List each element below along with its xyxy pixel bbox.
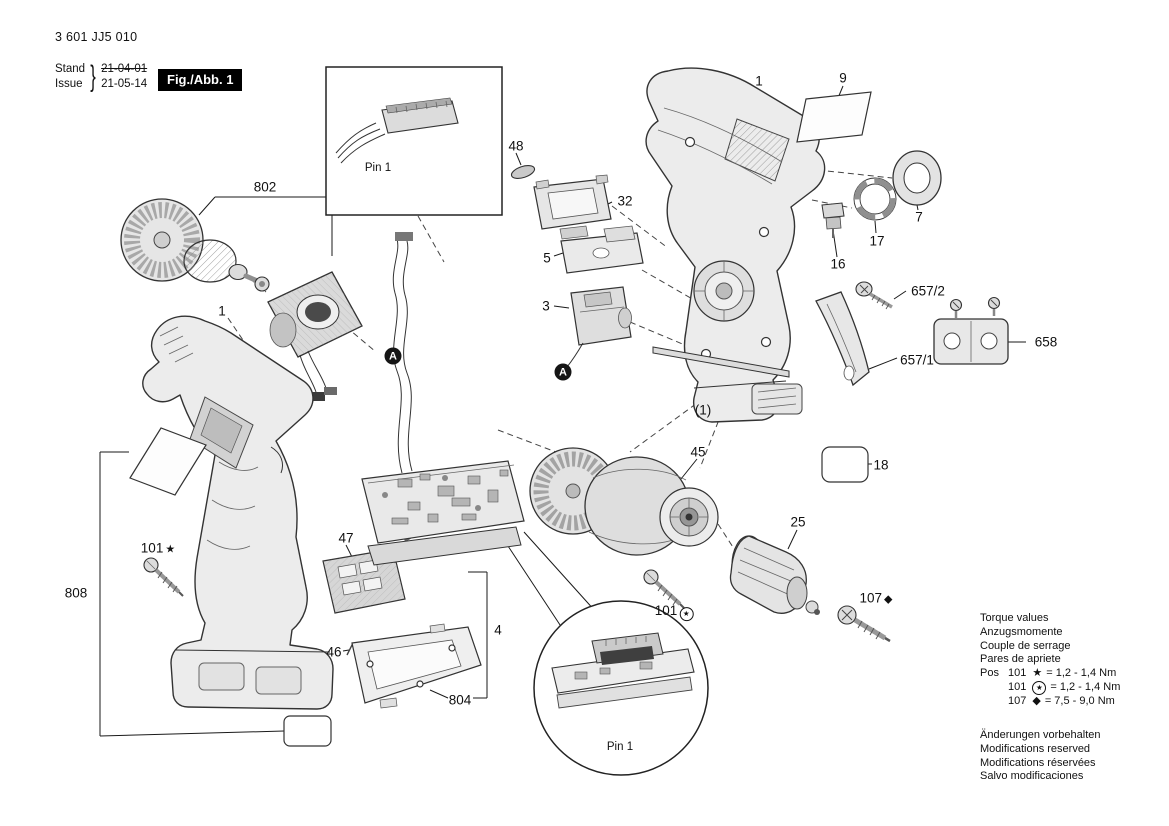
pcb-assembly-4	[361, 232, 525, 566]
star-icon: ★	[1032, 667, 1043, 680]
marker-a-left: A	[384, 347, 402, 365]
callout-18: 18	[873, 457, 889, 473]
circled-star-icon: ★	[1032, 680, 1047, 695]
callout-16: 16	[830, 256, 846, 272]
callout-1-right: 1	[755, 73, 763, 89]
callout-808: 808	[64, 585, 88, 601]
revision-block: Stand Issue } 21-04-01 21-05-14	[55, 62, 147, 92]
callout-101-star: 101★	[140, 540, 176, 556]
torque-title-en: Torque values	[980, 612, 1049, 624]
screw-101-left	[143, 557, 184, 597]
callout-45: 45	[690, 444, 706, 460]
label-plate-18	[821, 446, 869, 483]
bearing-7	[892, 150, 942, 206]
screw-101-right	[643, 569, 685, 609]
stand-label: Stand	[55, 63, 86, 75]
armature-assembly	[120, 198, 270, 292]
plate-5	[560, 225, 644, 274]
revision-brace: }	[90, 60, 96, 93]
sticker-9	[796, 91, 872, 143]
screw-657-2	[855, 281, 893, 310]
star-icon: ★	[165, 543, 176, 556]
mods-es: Salvo modificaciones	[980, 770, 1084, 783]
right-housing-half	[645, 67, 826, 423]
torque-row-101-circled-star: 101 ★ = 1,2 - 1,4 Nm	[1008, 680, 1121, 695]
callout-657-2: 657/2	[911, 283, 945, 299]
callout-804: 804	[448, 692, 472, 708]
callout-5: 5	[543, 250, 551, 266]
stator-assembly	[267, 271, 363, 401]
torque-title-de: Anzugsmomente	[980, 625, 1063, 638]
callout-3: 3	[542, 298, 550, 314]
diamond-icon: ◆	[884, 593, 893, 606]
pin-rod-1	[652, 346, 790, 378]
screw-107	[837, 605, 891, 643]
callout-48: 48	[508, 138, 524, 154]
callout-pin1-bottom: Pin 1	[606, 741, 634, 753]
callout-pin1-top: Pin 1	[364, 162, 392, 174]
cap-48	[510, 165, 536, 179]
issue-label: Issue	[55, 78, 83, 90]
callout-17: 17	[869, 233, 885, 249]
document-number: 3 601 JJ5 010	[55, 30, 138, 44]
inset-top-connector-box	[325, 66, 503, 216]
switch-3	[566, 286, 632, 368]
callout-658: 658	[1034, 334, 1058, 350]
keypad-47	[322, 528, 423, 614]
torque-row-101-star: Pos 101 ★ = 1,2 - 1,4 Nm	[980, 667, 1117, 680]
pos-label: Pos	[980, 667, 999, 680]
torque-title-fr: Couple de serrage	[980, 639, 1071, 652]
left-housing-half	[142, 315, 334, 710]
callout-1-left: 1	[218, 303, 226, 319]
marker-a-right: A	[554, 363, 572, 381]
callout-46: 46	[326, 644, 342, 660]
callout-4: 4	[494, 622, 502, 638]
mounting-plate-804	[351, 623, 482, 709]
torque-title-es: Pares de apriete	[980, 653, 1061, 666]
stand-date: 21-04-01	[101, 63, 148, 75]
mods-fr: Modifications réservées	[980, 756, 1096, 769]
callout-25: 25	[790, 514, 806, 530]
callout-107-diamond: 107◆	[859, 590, 893, 606]
belt-clip-657-1	[815, 291, 870, 387]
callout-32: 32	[617, 193, 633, 209]
diamond-icon: ◆	[1032, 694, 1041, 707]
circled-star-icon: ★	[679, 606, 694, 621]
callout-7: 7	[915, 209, 923, 225]
gearbox-45	[529, 447, 719, 556]
chuck-25	[729, 535, 820, 615]
callout-657-1: 657/1	[900, 352, 934, 368]
callout-9: 9	[839, 70, 847, 86]
callout-802: 802	[253, 179, 277, 195]
callout-1-paren: (1)	[694, 402, 712, 418]
torque-values-block: Torque values Anzugsmomente Couple de se…	[980, 612, 1120, 709]
inset-bottom-circle	[533, 600, 709, 776]
label-sticker-left	[129, 427, 207, 496]
switch-frame-32	[533, 174, 612, 240]
mods-de: Änderungen vorbehalten	[980, 729, 1101, 741]
callout-101-circled-star: 101★	[655, 603, 694, 621]
figure-label-badge: Fig./Abb. 1	[158, 69, 243, 91]
ring-17	[853, 177, 897, 221]
issue-date: 21-05-14	[101, 78, 148, 90]
modifications-block: Änderungen vorbehalten Modifications res…	[980, 729, 1100, 784]
callout-47: 47	[338, 530, 354, 546]
mods-en: Modifications reserved	[980, 742, 1091, 755]
clip-block-658	[933, 296, 1009, 365]
bracket-16	[821, 202, 845, 238]
torque-row-107-diamond: 107 ◆ = 7,5 - 9,0 Nm	[1008, 694, 1115, 707]
rounded-label-bottom-left	[283, 715, 332, 747]
